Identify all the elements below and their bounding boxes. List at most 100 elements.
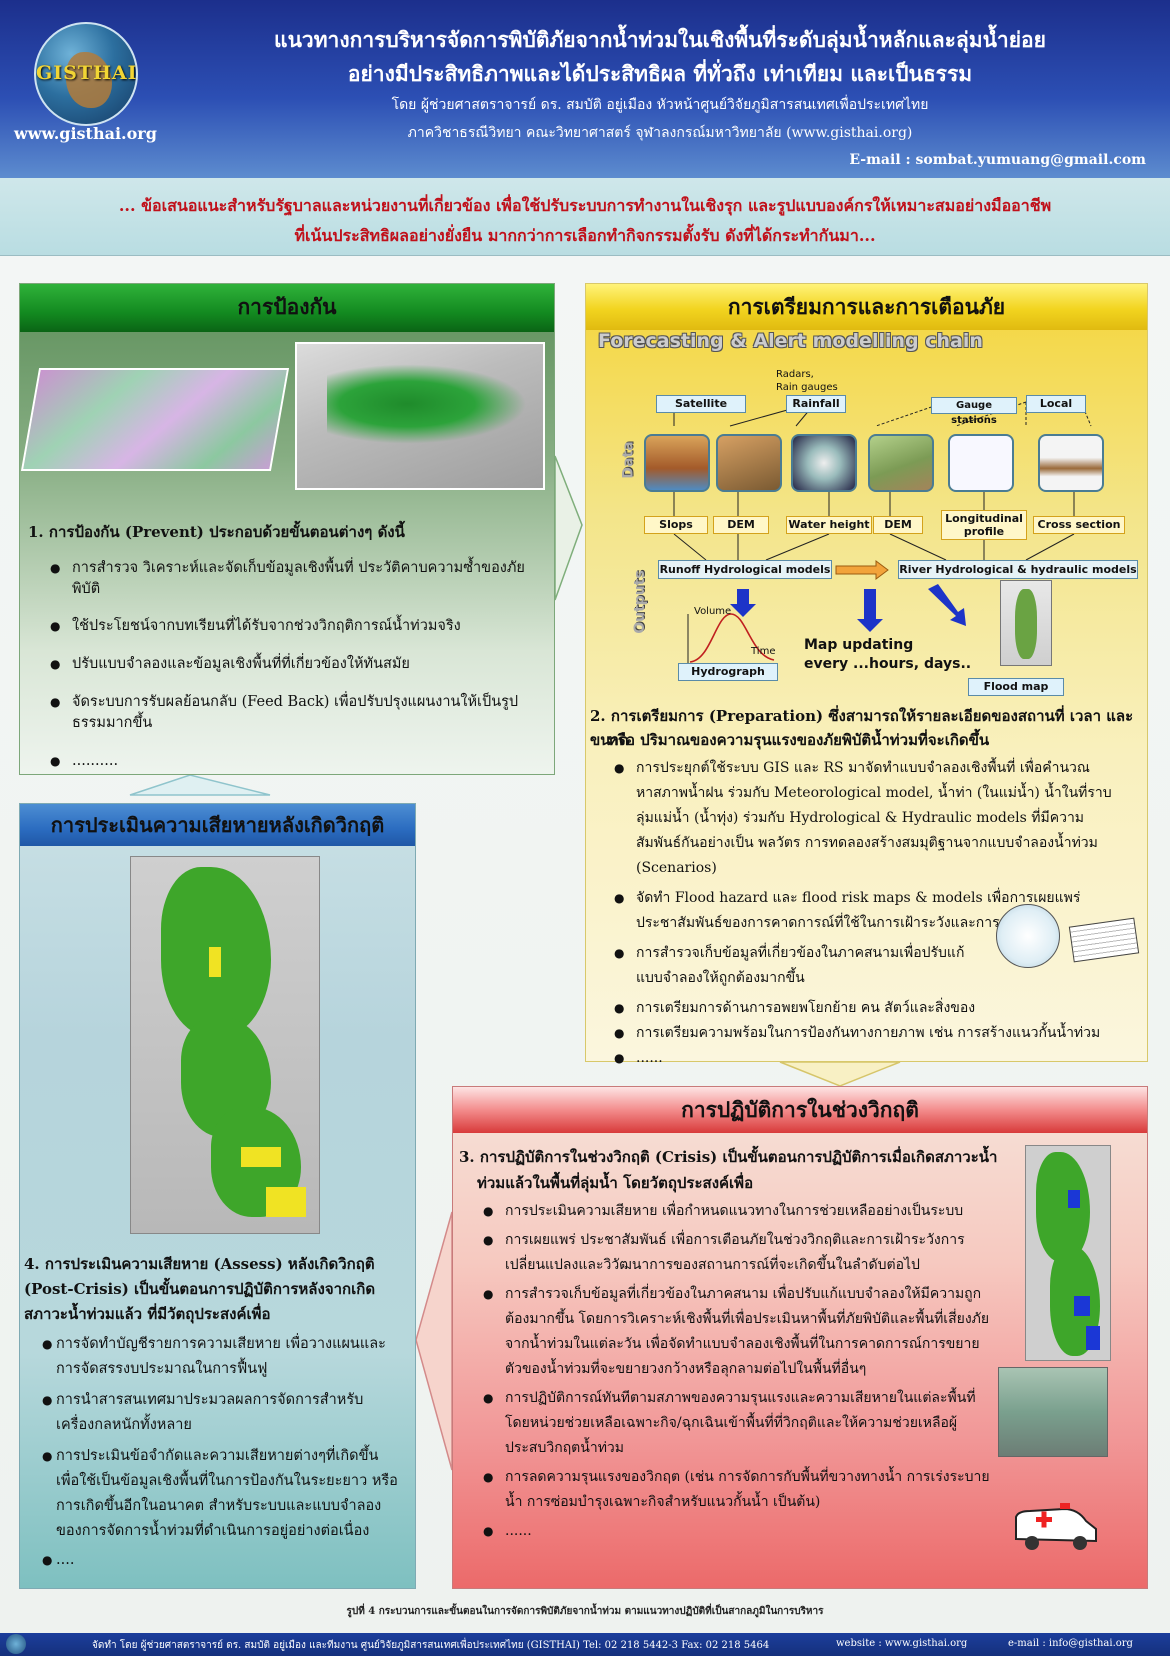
list-item: การปฏิบัติการณ์ทันทีตามสภาพของความรุนแรง… (483, 1386, 995, 1461)
arrow-prevent-to-prepare (554, 455, 583, 601)
preparation-list: การประยุกต์ใช้ระบบ GIS และ RS มาจัดทำแบบ… (614, 756, 1114, 1071)
assessment-title: การประเมินความเสียหายหลังเกิดวิกฤติ (20, 804, 415, 846)
megaphone-cartoon (996, 904, 1060, 968)
hydrograph-box: Hydrograph (678, 663, 778, 681)
assessment-heading: 4. การประเมินความเสียหาย (Assess) หลังเก… (24, 1255, 376, 1323)
preparation-panel: การเตรียมการและการเตือนภัย Forecasting &… (585, 283, 1148, 1071)
list-item: ปรับแบบจำลองและข้อมูลเชิงพื้นที่ที่เกี่ย… (50, 654, 540, 675)
recommendation-banner: ... ข้อเสนอแนะสำหรับรัฐบาลและหน่วยงานที่… (0, 178, 1170, 256)
water-height-box: Water height (786, 516, 872, 534)
poster-title-line2: อย่างมีประสิทธิภาพและได้ประสิทธิผล ที่ทั… (347, 61, 973, 86)
banner-line2: ที่เน้นประสิทธิผลอย่างยั่งยืน มากกว่าการ… (294, 226, 876, 245)
dem2-box: DEM (873, 516, 923, 534)
footer-logo (6, 1634, 26, 1654)
radars-label: Radars, (776, 369, 814, 380)
dem-box: DEM (713, 516, 769, 534)
list-item: การประเมินข้อจำกัดและความเสียหายต่างๆที่… (42, 1444, 402, 1544)
preparation-title: การเตรียมการและการเตือนภัย (586, 284, 1147, 330)
dem-thumbnail (716, 434, 782, 492)
crisis-title: การปฏิบัติการในช่วงวิกฤติ (453, 1087, 1147, 1133)
poster-title-line1: แนวทางการบริหารจัดการพิบัติภัยจากน้ำท่วม… (274, 27, 1046, 52)
list-item: การสำรวจเก็บข้อมูลที่เกี่ยวข้องในภาคสนาม… (614, 941, 986, 991)
terrain-3d-image (295, 342, 545, 490)
newspaper-icon (1068, 917, 1140, 963)
longitudinal-profile-box: Longitudinal profile (941, 510, 1027, 540)
list-item: .......... (50, 751, 540, 772)
crisis-panel: การปฏิบัติการในช่วงวิกฤติ 3. การปฏิบัติก… (452, 1086, 1148, 1589)
banner-line1: ... ข้อเสนอแนะสำหรับรัฐบาลและหน่วยงานที่… (118, 196, 1052, 215)
list-item: การจัดทำบัญชีรายการความเสียหาย เพื่อวางแ… (42, 1332, 402, 1382)
crisis-list: การประเมินความเสียหาย เพื่อกำหนดแนวทางใน… (483, 1199, 995, 1544)
list-item: การประเมินความเสียหาย เพื่อกำหนดแนวทางใน… (483, 1199, 995, 1224)
list-item: การเผยแพร่ ประชาสัมพันธ์ เพื่อการเตือนภั… (483, 1228, 995, 1278)
logo-text: GISTHAI (36, 62, 138, 84)
prevention-title: การป้องกัน (20, 284, 554, 332)
landuse-3d-image (20, 368, 290, 471)
flood-map-thumbnail (1000, 580, 1052, 666)
arrow-assess-to-prevent (129, 774, 271, 796)
ambulance-icon (1015, 1503, 1097, 1550)
gisthai-logo: GISTHAI (34, 22, 138, 126)
list-item: การประยุกต์ใช้ระบบ GIS และ RS มาจัดทำแบบ… (614, 756, 1114, 881)
poster-header: GISTHAI www.gisthai.org แนวทางการบริหารจ… (0, 0, 1170, 178)
outputs-axis-label: Outputs (631, 570, 648, 634)
prevention-list: การสำรวจ วิเคราะห์และจัดเก็บข้อมูลเชิงพื… (50, 558, 540, 772)
assessment-panel: การประเมินความเสียหายหลังเกิดวิกฤติ 4. ก… (19, 803, 416, 1589)
list-item: จัดทำ Flood hazard และ flood risk maps &… (614, 886, 1114, 936)
profile-thumbnail (948, 434, 1014, 492)
gauge-stations-box: Gauge stations (931, 397, 1017, 426)
list-item: จัดระบบการรับผลย้อนกลับ (Feed Back) เพื่… (50, 692, 540, 734)
update-frequency-label: every ...hours, days.. (804, 656, 972, 672)
website-link[interactable]: www.gisthai.org (14, 124, 157, 143)
assessment-list: การจัดทำบัญชีรายการความเสียหาย เพื่อวางแ… (42, 1332, 402, 1573)
prevention-panel: การป้องกัน 1. การป้องกัน (Prevent) ประกอ… (19, 283, 555, 775)
crisis-heading-line2: ท่วมแล้วในพื้นที่ลุ่มน้ำ โดยวัตถุประสงค์… (477, 1174, 754, 1192)
river-model-box: River Hydrological & hydraulic models (898, 560, 1138, 579)
runoff-model-box: Runoff Hydrological models (658, 560, 832, 579)
rain-gauges-label: Rain gauges (776, 382, 838, 393)
volume-label: Volume (694, 606, 732, 617)
preparation-heading-line1: 2. การเตรียมการ (Preparation) ซึ่งสามารถ… (590, 707, 1134, 749)
author-email[interactable]: E-mail : sombat.yumuang@gmail.com (849, 152, 1146, 168)
preparation-heading-line2: หรือ ปริมาณของความรุนแรงของภัยพิบัติน้ำท… (608, 731, 990, 749)
footer-email[interactable]: e-mail : info@gisthai.org (1008, 1638, 1133, 1649)
poster-author: โดย ผู้ช่วยศาสตราจารย์ ดร. สมบัติ อยู่เม… (391, 97, 929, 113)
data-axis-label: Data (620, 441, 637, 479)
modelling-chain-diagram (673, 401, 1092, 665)
map-updating-label: Map updating (804, 637, 914, 653)
footer-website[interactable]: website : www.gisthai.org (836, 1638, 968, 1649)
slops-box: Slops (644, 516, 708, 534)
list-item: การเตรียมการด้านการอพยพโยกย้าย คน สัตว์แ… (614, 996, 1114, 1021)
local-box: Local (1026, 395, 1086, 413)
poster-footer: จัดทำ โดย ผู้ช่วยศาสตราจารย์ ดร. สมบัติ … (0, 1633, 1170, 1656)
flood-extent-map (1025, 1145, 1111, 1361)
flood-map-box: Flood map (968, 678, 1064, 696)
cross-section-box: Cross section (1033, 516, 1125, 534)
chain-title: Forecasting & Alert modelling chain (598, 330, 983, 352)
time-label: Time (751, 646, 776, 657)
list-item: การเตรียมความพร้อมในการป้องกันทางกายภาพ … (614, 1021, 1114, 1046)
rainfall-box: Rainfall (786, 395, 846, 413)
arrow-crisis-to-assess (415, 1211, 453, 1471)
list-item: ใช้ประโยชน์จากบทเรียนที่ได้รับจากช่วงวิก… (50, 616, 540, 637)
flood-rescue-photo (998, 1367, 1108, 1457)
dem2-thumbnail (868, 434, 934, 492)
poster-department: ภาควิชาธรณีวิทยา คณะวิทยาศาสตร์ จุฬาลงกร… (407, 125, 913, 141)
slope-thumbnail (644, 434, 710, 492)
list-item: ...... (483, 1519, 995, 1544)
list-item: การสำรวจเก็บข้อมูลที่เกี่ยวข้องในภาคสนาม… (483, 1282, 995, 1382)
crisis-heading-line1: 3. การปฏิบัติการในช่วงวิกฤติ (Crisis) เป… (459, 1148, 998, 1166)
footer-credit: จัดทำ โดย ผู้ช่วยศาสตราจารย์ ดร. สมบัติ … (92, 1640, 770, 1651)
basin-damage-map (130, 856, 320, 1234)
satellite-box: Satellite (656, 395, 746, 413)
list-item: .... (42, 1548, 402, 1573)
list-item: การสำรวจ วิเคราะห์และจัดเก็บข้อมูลเชิงพื… (50, 558, 540, 600)
list-item: ...... (614, 1046, 1114, 1071)
prevention-heading: 1. การป้องกัน (Prevent) ประกอบด้วยขั้นตอ… (28, 523, 405, 541)
cross-section-thumbnail (1038, 434, 1104, 492)
figure-caption: รูปที่ 4 กระบวนการและขั้นตอนในการจัดการพ… (346, 1606, 824, 1617)
list-item: การลดความรุนแรงของวิกฤต (เช่น การจัดการก… (483, 1465, 995, 1515)
weather-thumbnail (791, 434, 857, 492)
list-item: การนำสารสนเทศมาประมวลผลการจัดการสำหรับเค… (42, 1388, 402, 1438)
